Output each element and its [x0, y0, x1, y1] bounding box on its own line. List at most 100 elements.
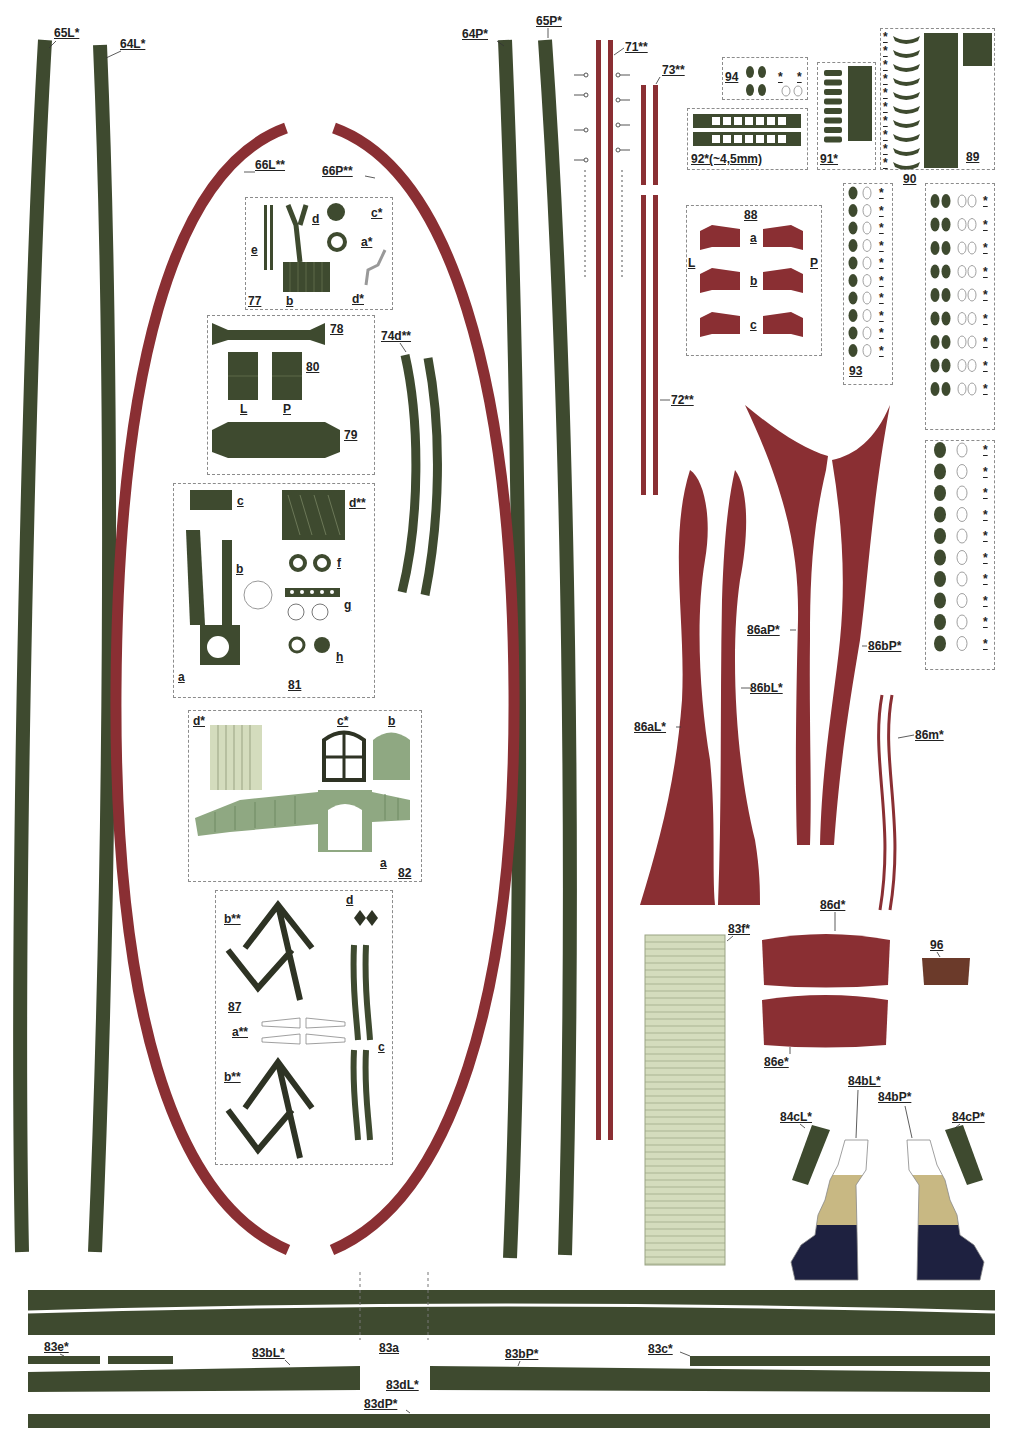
part-number: 86e*: [764, 1055, 789, 1069]
part-letter: c*: [371, 206, 382, 220]
small-part: [824, 70, 842, 76]
small-part: [958, 219, 966, 231]
part-number: 84bL*: [848, 1074, 881, 1088]
small-part: [958, 336, 966, 348]
part-number: 64P*: [462, 27, 488, 41]
thin-strips: [879, 695, 895, 910]
small-part: [934, 636, 946, 652]
small-part: [893, 64, 920, 72]
small-part: [712, 135, 720, 143]
small-part: [957, 486, 967, 500]
part-number: 83dP*: [364, 1397, 397, 1411]
small-part: [746, 84, 754, 96]
part-letter: g: [344, 598, 351, 612]
small-part: [957, 443, 967, 457]
small-part: [942, 265, 951, 279]
part-letter: *: [883, 128, 888, 142]
part-group-box: 90*********: [925, 183, 995, 430]
part-letter: *: [778, 70, 783, 84]
part-letter: *: [879, 204, 884, 218]
small-part: [931, 335, 940, 349]
group-78-parts: [212, 323, 340, 458]
small-part: [863, 345, 871, 357]
part-number: 83f*: [728, 922, 750, 936]
small-part: [893, 78, 920, 86]
part-letter: d*: [193, 714, 205, 728]
small-part: [957, 529, 967, 543]
small-part: [931, 241, 940, 255]
small-part: [849, 239, 858, 252]
stern-pieces: [780, 1125, 995, 1285]
part-letter: *: [883, 44, 888, 58]
part-letter: c: [237, 494, 244, 508]
part-letter: 78: [330, 322, 343, 336]
small-part: [700, 268, 740, 293]
small-part: [693, 114, 801, 128]
part-letter: *: [879, 309, 884, 323]
small-part: [968, 195, 976, 207]
part-number: 72**: [671, 393, 694, 407]
part-letter: *: [983, 508, 988, 522]
small-part: [767, 117, 775, 125]
part-number: 86d*: [820, 898, 845, 912]
part-group-box: 88abcLP: [686, 205, 822, 356]
part-letter: *: [983, 572, 988, 586]
small-part: [958, 266, 966, 278]
small-part: [734, 135, 742, 143]
part-letter: b: [750, 274, 757, 288]
small-part: [756, 135, 764, 143]
part-letter: P: [283, 402, 291, 416]
part-letter: *: [879, 326, 884, 340]
part-letter: *: [883, 86, 888, 100]
group-87-parts: [228, 905, 378, 1158]
part-group-box: 94**: [722, 57, 808, 100]
small-part: [893, 120, 920, 128]
part-letter: *: [883, 114, 888, 128]
part-number: 66P**: [322, 164, 353, 178]
part-letter: *: [983, 359, 988, 373]
small-part: [763, 312, 803, 337]
small-part: [893, 106, 920, 114]
part-letter: *: [983, 382, 988, 396]
part-number: 71**: [625, 40, 648, 54]
small-part: [931, 265, 940, 279]
small-part: [942, 335, 951, 349]
part-letter: c: [750, 318, 757, 332]
small-part: [968, 313, 976, 325]
part-letter: *: [983, 594, 988, 608]
part-letter: a: [178, 670, 185, 684]
small-part: [863, 222, 871, 234]
small-part: [957, 637, 967, 651]
part-letter: *: [983, 194, 988, 208]
small-part: [968, 219, 976, 231]
part-letter: *: [983, 637, 988, 651]
small-part: [824, 118, 842, 124]
small-part: [863, 310, 871, 322]
part-letter: *: [983, 288, 988, 302]
part-letter: a: [750, 231, 757, 245]
part-letter: *: [879, 239, 884, 253]
small-part: [931, 359, 940, 373]
small-part: [794, 86, 802, 96]
small-part: [758, 66, 766, 78]
small-part: [745, 135, 753, 143]
small-part: [863, 205, 871, 217]
small-part: [893, 162, 920, 170]
part-letter: *: [797, 70, 802, 84]
bottom-strips: [28, 1272, 995, 1428]
small-part: [958, 242, 966, 254]
part-number: 65P*: [536, 14, 562, 28]
small-part: [931, 288, 940, 302]
part-letter: d**: [349, 496, 366, 510]
small-part: [893, 148, 920, 156]
part-letter: *: [879, 344, 884, 358]
group-77-parts: [264, 203, 385, 292]
part-number: 86bL*: [750, 681, 783, 695]
small-part: [968, 336, 976, 348]
small-part: [958, 360, 966, 372]
part-letter: L: [688, 256, 695, 270]
part-number: 73**: [662, 63, 685, 77]
part-letter: *: [879, 186, 884, 200]
small-part: [849, 222, 858, 235]
small-part: [893, 36, 920, 44]
